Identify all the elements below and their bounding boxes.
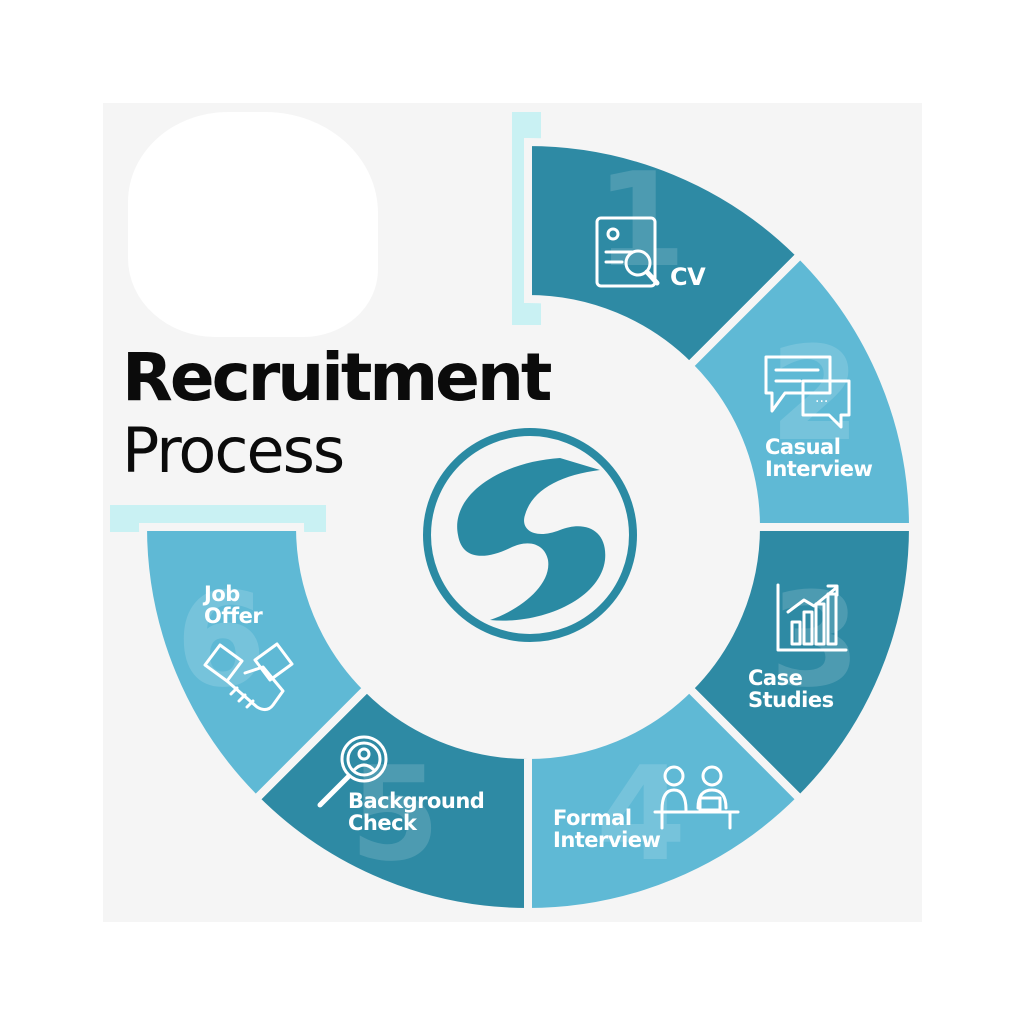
title-process: Process xyxy=(122,414,345,487)
handshake-icon xyxy=(203,642,294,712)
step-6-number: 6 xyxy=(176,564,266,716)
step-2-label-line2: Interview xyxy=(765,457,873,481)
logo-ring xyxy=(423,428,637,642)
logo-s-icon xyxy=(457,458,606,621)
step-3-label-line2: Studies xyxy=(748,688,834,712)
cv-search-icon xyxy=(595,216,660,288)
white-blob xyxy=(128,112,378,337)
step-5-number: 5 xyxy=(350,738,440,890)
step-2-label-line1: Casual xyxy=(765,435,841,459)
step-1-number: 1 xyxy=(596,144,686,296)
title-recruitment: Recruitment xyxy=(122,339,552,416)
segment-6 xyxy=(138,523,373,805)
step-3-label-line1: Case xyxy=(748,666,803,690)
chat-bubbles-icon: ... xyxy=(764,355,851,429)
step-4-number: 4 xyxy=(596,738,686,890)
bar-chart-icon xyxy=(776,583,848,652)
interview-desk-icon xyxy=(653,765,740,830)
person-search-icon xyxy=(317,735,388,808)
step-5-label-line2: Check xyxy=(348,811,417,835)
step-4-label-line2: Interview xyxy=(553,828,661,852)
step-5-label-line1: Background xyxy=(348,789,485,813)
step-6-label-line2: Offer xyxy=(204,604,263,628)
step-4-label-line1: Formal xyxy=(553,806,632,830)
svg-text:...: ... xyxy=(815,390,828,406)
step-6-label-line1: Job xyxy=(204,582,240,606)
step-1-label: CV xyxy=(670,263,706,291)
